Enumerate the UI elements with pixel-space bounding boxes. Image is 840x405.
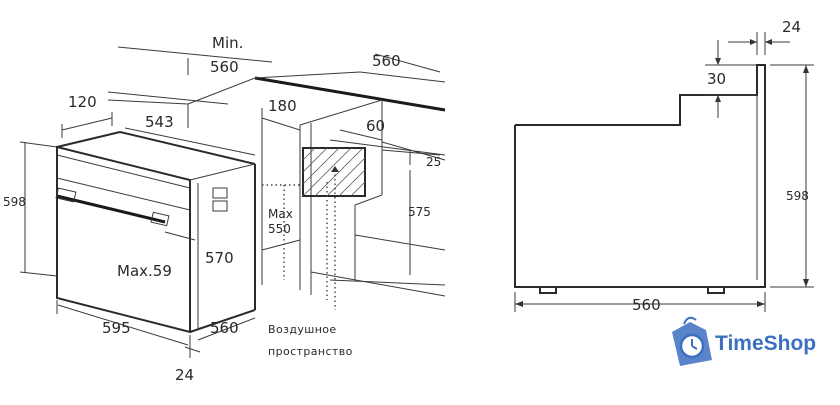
niche-width-top: 560 [372, 52, 401, 70]
air-space-line1: Воздушное [268, 323, 337, 336]
brand-name: TimeShop [715, 332, 816, 355]
front-24: 24 [175, 366, 194, 384]
min-label: Min. [212, 34, 243, 52]
right-dimension-lines [514, 32, 814, 312]
right-height-598: 598 [786, 189, 809, 203]
vent-60: 60 [366, 117, 385, 135]
depth-560: 560 [210, 319, 239, 337]
max-550: 550 [268, 222, 291, 236]
step-30: 30 [707, 70, 726, 88]
cabinet-outline [107, 46, 446, 310]
width-595: 595 [102, 319, 131, 337]
air-space-line2: пространство [268, 345, 353, 358]
right-depth-560: 560 [632, 296, 661, 314]
side-profile [514, 64, 766, 294]
offset-120: 120 [68, 93, 97, 111]
niche-height-575: 575 [408, 205, 431, 219]
height-598: 598 [3, 195, 26, 209]
gap-25: 25 [426, 155, 441, 169]
panel-24: 24 [782, 18, 801, 36]
max-59: Max.59 [117, 262, 172, 280]
max-label: Max [268, 207, 293, 221]
oven-body [55, 131, 256, 334]
left-dimension-labels: Min. 560 560 120 543 180 60 25 598 Max 5… [3, 34, 441, 384]
timeshop-logo: TimeShop [672, 316, 816, 366]
niche-depth-min: 560 [210, 58, 239, 76]
left-dimension-lines [19, 53, 441, 358]
shopping-bag-clock-icon [672, 316, 712, 366]
depth-543: 543 [145, 113, 174, 131]
height-570: 570 [205, 249, 234, 267]
right-dimension-labels: 24 30 598 560 [632, 18, 809, 314]
depth-180: 180 [268, 97, 297, 115]
